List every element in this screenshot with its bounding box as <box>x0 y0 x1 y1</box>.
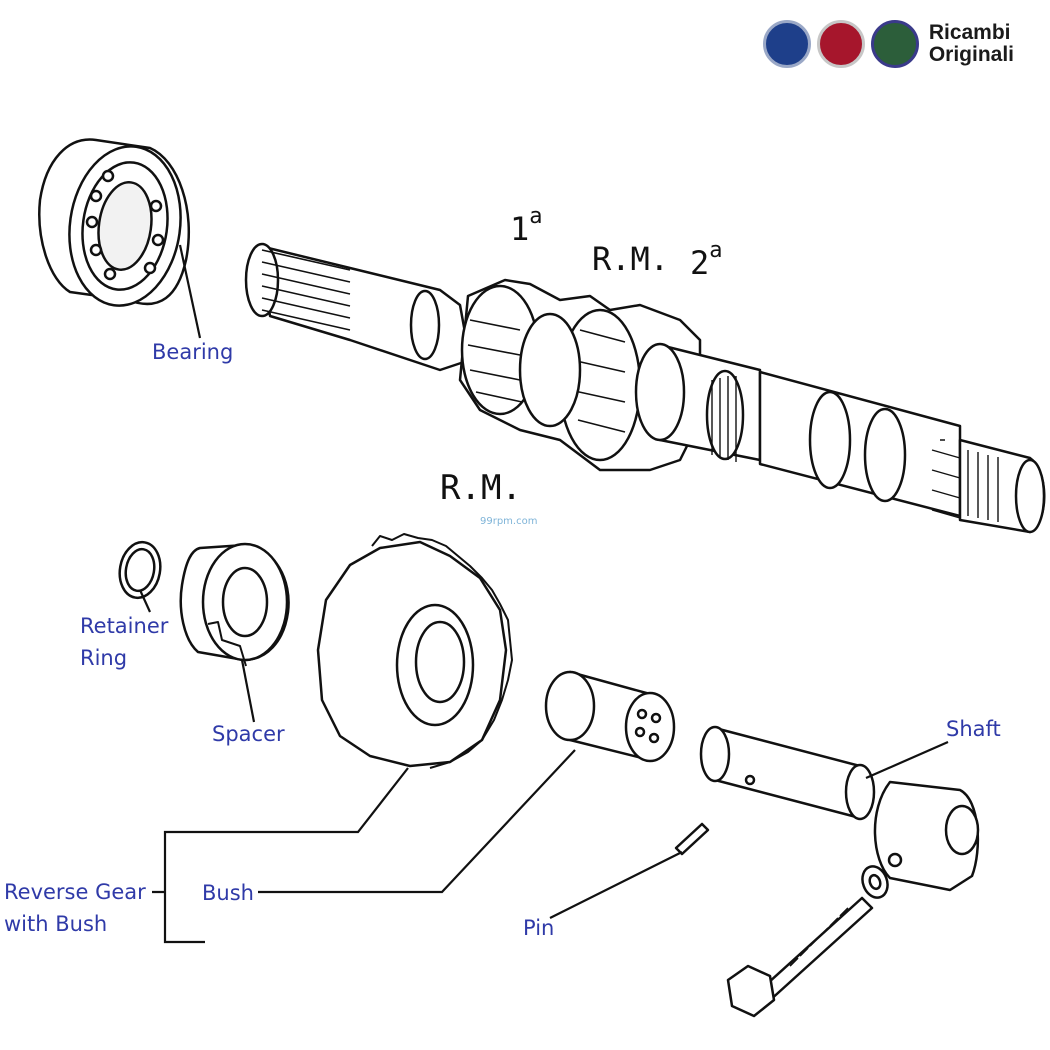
reverse-marking-upper: R.M. <box>592 240 670 278</box>
bearing-label: Bearing <box>152 340 234 364</box>
bush-part <box>544 670 676 763</box>
reverse-gear-part <box>316 533 513 769</box>
brand-header: Ricambi Originali <box>762 20 1014 68</box>
fiat-logo-icon <box>816 20 865 68</box>
pin-part <box>674 822 710 856</box>
reverse-gear-leader-line <box>152 767 409 944</box>
spacer-label: Spacer <box>212 722 285 746</box>
brand-text-line2: Originali <box>928 43 1014 66</box>
bearing-part <box>38 138 190 307</box>
shaft-part <box>699 725 876 821</box>
lancia-logo-icon <box>762 20 811 68</box>
pin-leader-line <box>549 851 683 919</box>
retainer-ring-leader-line <box>138 589 152 613</box>
brand-text: Ricambi Originali <box>929 22 1014 66</box>
shaft-label: Shaft <box>946 717 1001 741</box>
reverse-gear-label: Reverse Gear with Bush <box>4 880 146 936</box>
brand-text-line1: Ricambi <box>928 21 1011 44</box>
second-gear-marking: 2a <box>690 238 723 282</box>
retainer-ring-label: Retainer Ring <box>80 614 169 670</box>
bolt-part <box>726 896 874 1018</box>
main-gear-shaft <box>244 242 1046 534</box>
pin-label: Pin <box>523 916 555 940</box>
reverse-marking-lower: R.M. <box>440 468 522 508</box>
bearing-leader-line <box>178 244 202 339</box>
watermark: 99rpm.com <box>480 516 538 527</box>
shaft-leader-line <box>865 740 949 780</box>
spacer-part <box>179 542 290 667</box>
retainer-ring-part <box>118 540 162 600</box>
first-gear-marking: 1a <box>510 204 543 248</box>
mounting-bracket-part <box>873 780 980 892</box>
spacer-leader-line <box>240 659 256 723</box>
bush-label: Bush <box>202 881 254 905</box>
washer-part <box>861 865 889 899</box>
alfa-romeo-logo-icon <box>870 20 919 68</box>
bush-leader-line <box>258 749 576 894</box>
